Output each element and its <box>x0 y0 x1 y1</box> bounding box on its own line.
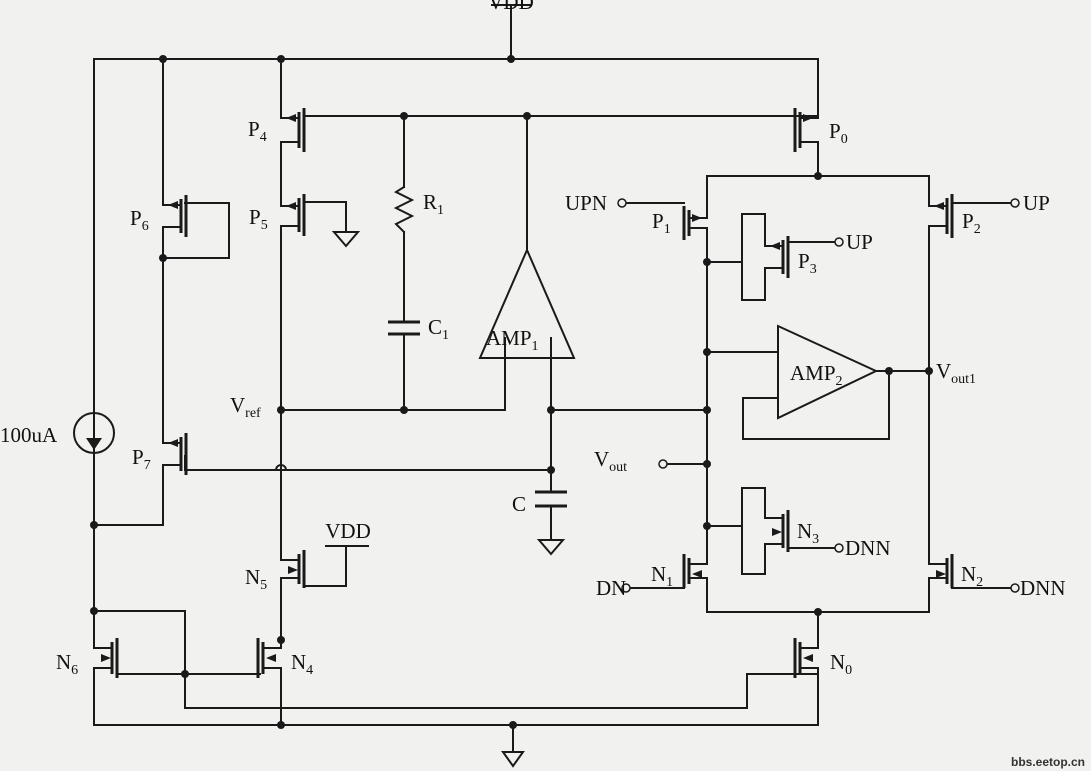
label-n3: N3 <box>797 519 819 547</box>
capacitor-c1 <box>388 320 420 336</box>
transistor-p1 <box>625 202 708 240</box>
vdd-n5-label: VDD <box>325 519 371 543</box>
current-source-label: 100uA <box>0 423 58 447</box>
ground-icon <box>501 751 525 768</box>
transistor-n2 <box>928 554 1012 589</box>
ground-icon <box>331 231 361 248</box>
label-p2: P2 <box>962 209 981 237</box>
watermark: bbs.eetop.cn <box>1011 755 1085 769</box>
label-dn: DN <box>596 576 626 600</box>
transistor-n0 <box>793 638 819 678</box>
transistor-p2 <box>928 194 1012 238</box>
transistor-p5 <box>280 194 306 236</box>
label-p7: P7 <box>132 445 151 473</box>
label-c: C <box>512 492 526 516</box>
wire-crossing <box>274 464 288 472</box>
terminal-up-p3[interactable] <box>834 237 844 247</box>
label-n6: N6 <box>56 650 78 678</box>
label-p5: P5 <box>249 205 268 233</box>
terminal-upn[interactable] <box>617 198 627 208</box>
transistor-n5 <box>280 550 306 588</box>
label-n2: N2 <box>961 562 983 590</box>
label-dnn-n3: DNN <box>845 536 891 560</box>
terminal-dn[interactable] <box>621 583 631 593</box>
transistor-n3 <box>764 509 836 553</box>
label-c1: C1 <box>428 315 449 343</box>
transistor-p7 <box>162 433 188 475</box>
label-n5: N5 <box>245 565 267 593</box>
label-dnn-n2: DNN <box>1020 576 1066 600</box>
label-upn: UPN <box>565 191 607 215</box>
transistor-p4 <box>280 108 306 152</box>
terminal-dnn-n2[interactable] <box>1010 583 1020 593</box>
label-up-p2: UP <box>1023 191 1050 215</box>
transistor-p3 <box>764 235 836 279</box>
label-p0: P0 <box>829 119 848 147</box>
label-p3: P3 <box>798 249 817 277</box>
label-vref: Vref <box>230 393 261 421</box>
resistor-r1 <box>393 185 415 234</box>
transistor-p6 <box>162 195 188 237</box>
terminal-vout[interactable] <box>658 459 668 469</box>
label-p4: P4 <box>248 117 267 145</box>
ground-icon <box>536 539 566 556</box>
label-up-p3: UP <box>846 230 873 254</box>
amp2-triangle <box>777 324 879 420</box>
transistor-p0 <box>793 108 819 152</box>
label-vout: Vout <box>594 447 627 475</box>
transistor-n1 <box>629 554 708 589</box>
junction-dots <box>90 55 933 729</box>
capacitor-c <box>535 490 567 508</box>
label-p1: P1 <box>652 209 671 237</box>
transistor-n4 <box>256 638 282 678</box>
terminal-up-p2[interactable] <box>1010 198 1020 208</box>
label-n4: N4 <box>291 650 313 678</box>
transistor-n6 <box>93 638 119 678</box>
label-n1: N1 <box>651 562 673 590</box>
label-amp1: AMP1 <box>486 326 539 354</box>
label-vout1: Vout1 <box>936 359 976 387</box>
current-source <box>73 412 115 454</box>
label-amp2: AMP2 <box>790 361 843 389</box>
label-p6: P6 <box>130 206 149 234</box>
wires <box>93 4 930 753</box>
amp1-triangle <box>478 247 576 359</box>
label-n0: N0 <box>830 650 852 678</box>
vdd-label: VDD <box>488 0 534 14</box>
label-r1: R1 <box>423 190 444 218</box>
terminal-dnn-n3[interactable] <box>834 543 844 553</box>
